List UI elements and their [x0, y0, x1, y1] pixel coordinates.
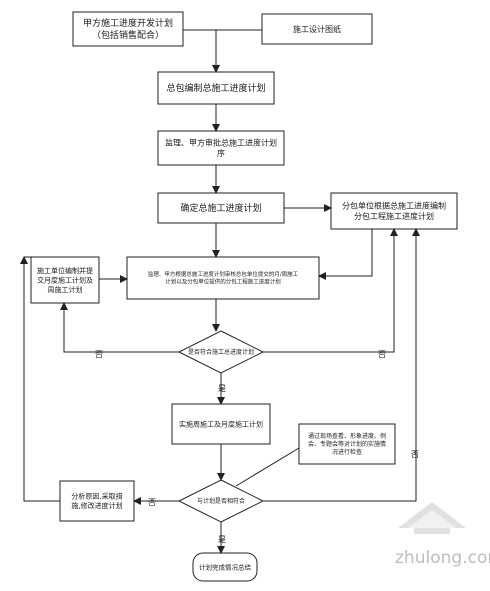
confirm-master-label-line: 确定总施工进度计划	[180, 202, 261, 214]
implement-box	[171, 403, 271, 445]
decision-match-plan-label: 与计划是否相符合	[197, 497, 245, 505]
complete-box	[192, 552, 258, 582]
edge-label-no-vertical: 否	[411, 450, 419, 459]
owner-plan-label-line: （包括销售配合）	[92, 29, 164, 41]
connector-site-check	[235, 447, 300, 487]
connector-no-right	[263, 228, 398, 353]
sub-prepare-label-line: 分包工程施工进度计划	[354, 211, 434, 221]
owner-plan-box	[72, 11, 184, 47]
confirm-master-label: 确定总施工进度计划	[180, 202, 261, 214]
edge-label-yes-down: 是	[218, 384, 226, 393]
connector-sub-to-joint	[318, 229, 373, 280]
sub-prepare-label-line: 分包单位根据总施工进度编制	[342, 200, 446, 210]
site-check-label-line: 会、专题会等对计划的实施情	[308, 440, 386, 448]
analyze-adjust-label-line: 施,修改进度计划	[71, 501, 122, 510]
complete-label-line: 计划完成情况总结	[199, 562, 252, 571]
edge-label-no-right: 否	[378, 350, 386, 359]
supervision-review-label-line: 序	[217, 148, 225, 158]
gc-prepare-label: 总包编制总施工进度计划	[166, 82, 265, 94]
analyze-adjust-label: 分析原因,采取措施,修改进度计划	[71, 492, 122, 510]
supervision-review-box	[157, 130, 285, 166]
connector-adjust-up	[20, 256, 60, 502]
weekly-prepare-label-line: 周施工计划	[48, 285, 83, 294]
site-check-label: 通过现场查看、形象进度、例会、专题会等对计划的实施情况进行检查	[308, 432, 386, 456]
weekly-prepare-label-line: 交月度施工计划及	[37, 275, 93, 284]
decision-meet-plan-label: 是否符合施工总进度计划	[188, 348, 254, 356]
weekly-prepare-label-line: 施工单位编制并提	[37, 266, 93, 275]
sub-prepare-label: 分包单位根据总施工进度编制分包工程施工进度计划	[342, 200, 446, 221]
joint-review-box	[126, 256, 320, 300]
edge-label-no-bottom: 否	[148, 498, 156, 507]
design-drawings-box	[261, 13, 373, 45]
sub-prepare-box	[330, 192, 458, 230]
supervision-review-label-line: 监理、甲方审批总施工进度计划	[165, 137, 277, 147]
edge-label-yes-final: 是	[218, 535, 226, 544]
joint-review-label-line: 监理、甲方根据总施工进度计划审核总包单位提交的月/周施工	[148, 270, 299, 278]
gc-prepare-label-line: 总包编制总施工进度计划	[166, 82, 265, 94]
decision-match-plan-label-line: 与计划是否相符合	[197, 497, 245, 505]
site-check-label-line: 通过现场查看、形象进度、例	[308, 432, 386, 440]
edge-label-no-left: 否	[95, 350, 103, 359]
owner-plan-label: 甲方施工进度开发计划（包括销售配合）	[83, 17, 173, 41]
site-check-box	[298, 423, 396, 465]
owner-plan-label-line: 甲方施工进度开发计划	[83, 17, 173, 29]
decision-meet-plan-label-line: 是否符合施工总进度计划	[188, 348, 254, 356]
weekly-prepare-label: 施工单位编制并提交月度施工计划及周施工计划	[37, 266, 93, 294]
watermark-text: zhulong.com	[395, 548, 490, 568]
site-check-label-line: 况进行检查	[332, 448, 362, 456]
joint-review-label: 监理、甲方根据总施工进度计划审核总包单位提交的月/周施工计划以及分包单位提供的分…	[148, 270, 299, 285]
analyze-adjust-box	[59, 480, 135, 522]
watermark-logo-icon	[398, 502, 466, 534]
joint-review-label-line: 计划以及分包单位提供的分包工程施工进度计划	[165, 278, 281, 286]
implement-label: 实施周施工及月度施工计划	[179, 419, 263, 428]
complete-label: 计划完成情况总结	[199, 562, 252, 571]
design-drawings-label: 施工设计图纸	[293, 24, 341, 34]
design-drawings-label-line: 施工设计图纸	[293, 24, 341, 34]
connector-no-left	[60, 302, 179, 353]
analyze-adjust-label-line: 分析原因,采取措	[71, 492, 122, 501]
supervision-review-label: 监理、甲方审批总施工进度计划序	[165, 137, 277, 158]
connector-no-vertical	[263, 228, 420, 502]
implement-label-line: 实施周施工及月度施工计划	[179, 419, 263, 428]
